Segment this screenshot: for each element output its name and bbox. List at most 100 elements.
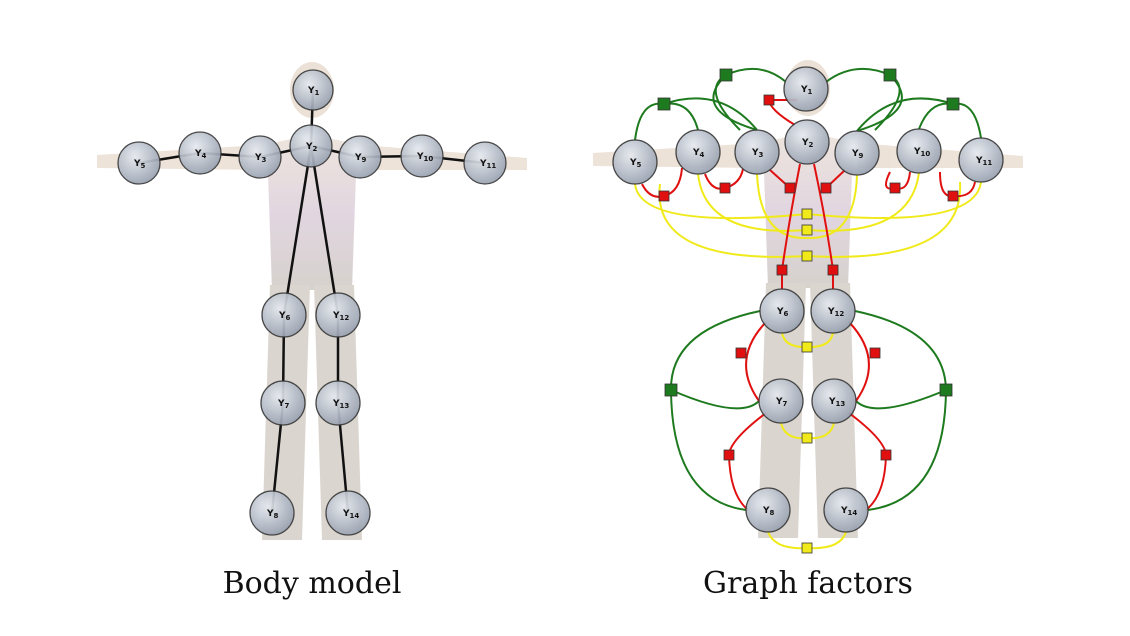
red-factor-edge <box>745 321 767 402</box>
node-label: Y14 <box>840 506 857 517</box>
node-subscript: 8 <box>770 509 775 517</box>
red-factor-square <box>869 347 881 359</box>
node-subscript: 13 <box>836 400 846 408</box>
node-circle <box>734 129 780 175</box>
green-factor-edge <box>663 97 758 131</box>
red-factor-square <box>784 182 796 194</box>
node-subscript: 10 <box>424 155 434 163</box>
body-model-node-y11: Y11 <box>463 141 507 185</box>
graph-factors-node-y2: Y2 <box>784 119 830 165</box>
node-circle <box>759 288 805 334</box>
graph-factors-node-y11: Y11 <box>958 137 1004 183</box>
node-label: Y9 <box>851 149 864 160</box>
body-model-node-y4: Y4 <box>178 131 222 175</box>
node-circle <box>784 119 830 165</box>
node-circle <box>810 288 856 334</box>
torso-shape <box>267 137 357 290</box>
green-factor-edge <box>856 74 903 132</box>
node-subscript: 3 <box>262 156 267 164</box>
green-factor-edge <box>670 389 760 410</box>
node-label: Y1 <box>307 86 320 97</box>
node-circle <box>117 141 161 185</box>
node-subscript: 14 <box>848 509 858 517</box>
red-factor-square <box>820 182 832 194</box>
red-factor-square <box>776 264 788 276</box>
node-label: Y13 <box>332 399 349 410</box>
yellow-factor-square <box>801 341 813 353</box>
node-subscript: 8 <box>274 512 279 520</box>
node-subscript: 6 <box>286 314 291 322</box>
node-circle <box>783 66 829 112</box>
node-label: Y5 <box>133 159 146 170</box>
node-subscript: 7 <box>285 402 290 410</box>
green-factor-square <box>719 68 733 82</box>
node-label: Y8 <box>266 509 279 520</box>
node-label: Y11 <box>479 159 496 170</box>
yellow-factor-square <box>801 224 813 236</box>
green-factor-square <box>664 383 678 397</box>
graph-factors-caption: Graph factors <box>703 566 913 601</box>
red-factor-square <box>880 449 892 461</box>
node-circle <box>249 490 295 536</box>
yellow-factor-square <box>801 250 813 262</box>
node-subscript: 13 <box>340 402 350 410</box>
node-subscript: 14 <box>350 512 360 520</box>
graph-factors-node-y8: Y8 <box>745 487 791 533</box>
node-circle <box>238 135 282 179</box>
body-model-node-y8: Y8 <box>249 490 295 536</box>
green-factor-edge <box>855 389 947 410</box>
node-circle <box>178 131 222 175</box>
body-model-node-y10: Y10 <box>400 134 444 178</box>
node-circle <box>261 292 307 338</box>
node-subscript: 6 <box>784 310 789 318</box>
node-label: Y7 <box>775 397 788 408</box>
node-label: Y6 <box>278 311 291 322</box>
body-model-node-y9: Y9 <box>338 135 382 179</box>
graph-factors-node-y5: Y5 <box>612 139 658 185</box>
red-factor-square <box>889 182 901 194</box>
node-subscript: 1 <box>315 89 320 97</box>
node-circle <box>612 139 658 185</box>
node-circle <box>745 487 791 533</box>
node-label: Y12 <box>332 311 349 322</box>
node-circle <box>823 487 869 533</box>
node-label: Y12 <box>827 307 844 318</box>
node-circle <box>289 124 333 168</box>
graph-factors-node-y13: Y13 <box>811 378 857 424</box>
body-model-node-y6: Y6 <box>261 292 307 338</box>
node-subscript: 4 <box>202 152 207 160</box>
green-factor-edge <box>854 310 948 511</box>
graph-factors-node-y4: Y4 <box>675 129 721 175</box>
body-model-node-y2: Y2 <box>289 124 333 168</box>
node-subscript: 1 <box>808 88 813 96</box>
node-label: Y7 <box>277 399 290 410</box>
node-label: Y14 <box>342 509 359 520</box>
green-factor-edge <box>712 74 758 131</box>
node-subscript: 5 <box>141 162 146 170</box>
node-subscript: 9 <box>362 156 367 164</box>
node-label: Y5 <box>629 158 642 169</box>
node-subscript: 12 <box>835 310 845 318</box>
node-subscript: 11 <box>983 159 993 167</box>
node-subscript: 5 <box>637 161 642 169</box>
green-factor-square <box>883 68 897 82</box>
node-label: Y2 <box>801 138 814 149</box>
node-circle <box>315 380 361 426</box>
yellow-factor-square <box>801 542 813 554</box>
body-model-node-y3: Y3 <box>238 135 282 179</box>
node-subscript: 2 <box>809 141 814 149</box>
node-circle <box>834 130 880 176</box>
yellow-factor-edge <box>756 173 858 240</box>
red-factor-square <box>947 190 959 202</box>
node-subscript: 11 <box>487 162 497 170</box>
red-factor-square <box>827 264 839 276</box>
graph-factors-node-y12: Y12 <box>810 288 856 334</box>
red-factor-square <box>658 190 670 202</box>
body-model-node-y13: Y13 <box>315 380 361 426</box>
skeleton-edge <box>309 145 340 316</box>
node-circle <box>260 380 306 426</box>
green-factor-edge <box>669 310 761 511</box>
graph-factors-node-y14: Y14 <box>823 487 869 533</box>
